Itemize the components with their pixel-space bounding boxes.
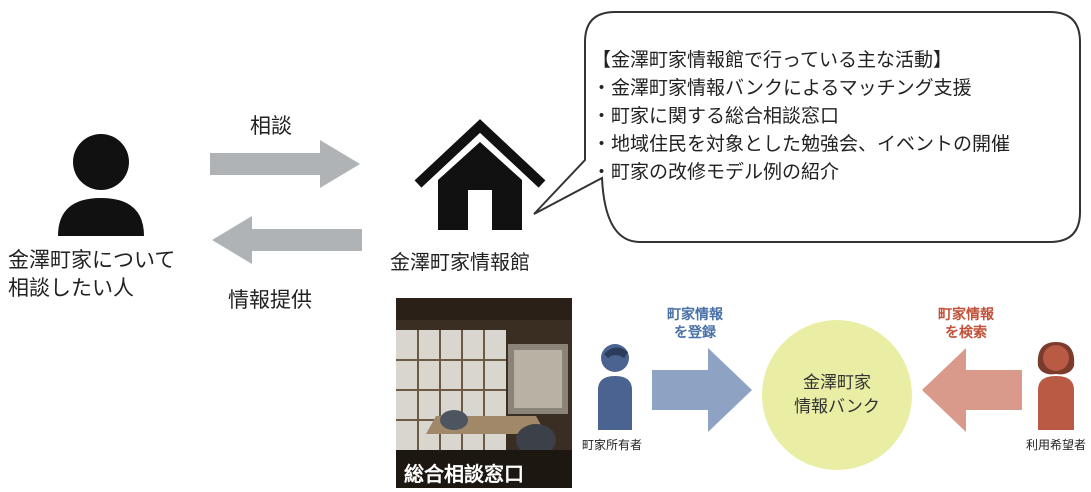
register-arrow-icon <box>652 348 754 436</box>
bubble-title: 【金澤町家情報館で行っている主な活動】 <box>592 49 953 71</box>
owner-figure-icon <box>590 338 640 434</box>
user-figure-icon <box>1030 336 1082 434</box>
owner-caption: 町家所有者 <box>582 438 643 452</box>
bubble-content: 【金澤町家情報館で行っている主な活動】 ・金澤町家情報バンクによるマッチング支援… <box>592 46 1010 186</box>
register-label: 町家情報 を登録 <box>660 306 730 342</box>
info-bank-circle: 金澤町家 情報バンク <box>762 320 912 470</box>
bubble-item: ・地域住民を対象とした勉強会、イベントの開催 <box>592 133 1011 155</box>
user-caption: 利用希望者 <box>1026 438 1087 452</box>
search-arrow-icon <box>920 348 1022 436</box>
register-label-line2: を登録 <box>674 325 716 341</box>
speech-bubble <box>520 2 1090 256</box>
bubble-item: ・町家に関する総合相談窓口 <box>592 105 840 127</box>
house-icon <box>410 118 550 240</box>
bubble-item: ・金澤町家情報バンクによるマッチング支援 <box>592 77 972 99</box>
left-arrow-icon <box>212 216 364 268</box>
circle-line2: 情報バンク <box>794 397 880 417</box>
search-label-line2: を検索 <box>945 325 987 341</box>
consultation-room-photo: 総合相談窓口 <box>396 298 572 488</box>
consult-label: 相談 <box>250 114 292 138</box>
photo-caption: 総合相談窓口 <box>404 462 524 486</box>
person-icon <box>46 128 156 244</box>
search-label: 町家情報 を検索 <box>928 306 1004 342</box>
person-caption-line1: 金澤町家について <box>8 248 176 272</box>
right-arrow-icon <box>210 140 362 192</box>
search-label-line1: 町家情報 <box>938 307 994 323</box>
circle-line1: 金澤町家 <box>802 373 871 393</box>
bubble-item: ・町家の改修モデル例の紹介 <box>592 161 840 183</box>
register-label-line1: 町家情報 <box>667 307 723 323</box>
house-caption: 金澤町家情報館 <box>390 250 530 274</box>
person-caption: 金澤町家について 相談したい人 <box>8 246 175 302</box>
person-caption-line2: 相談したい人 <box>8 276 134 300</box>
info-label: 情報提供 <box>228 288 312 312</box>
